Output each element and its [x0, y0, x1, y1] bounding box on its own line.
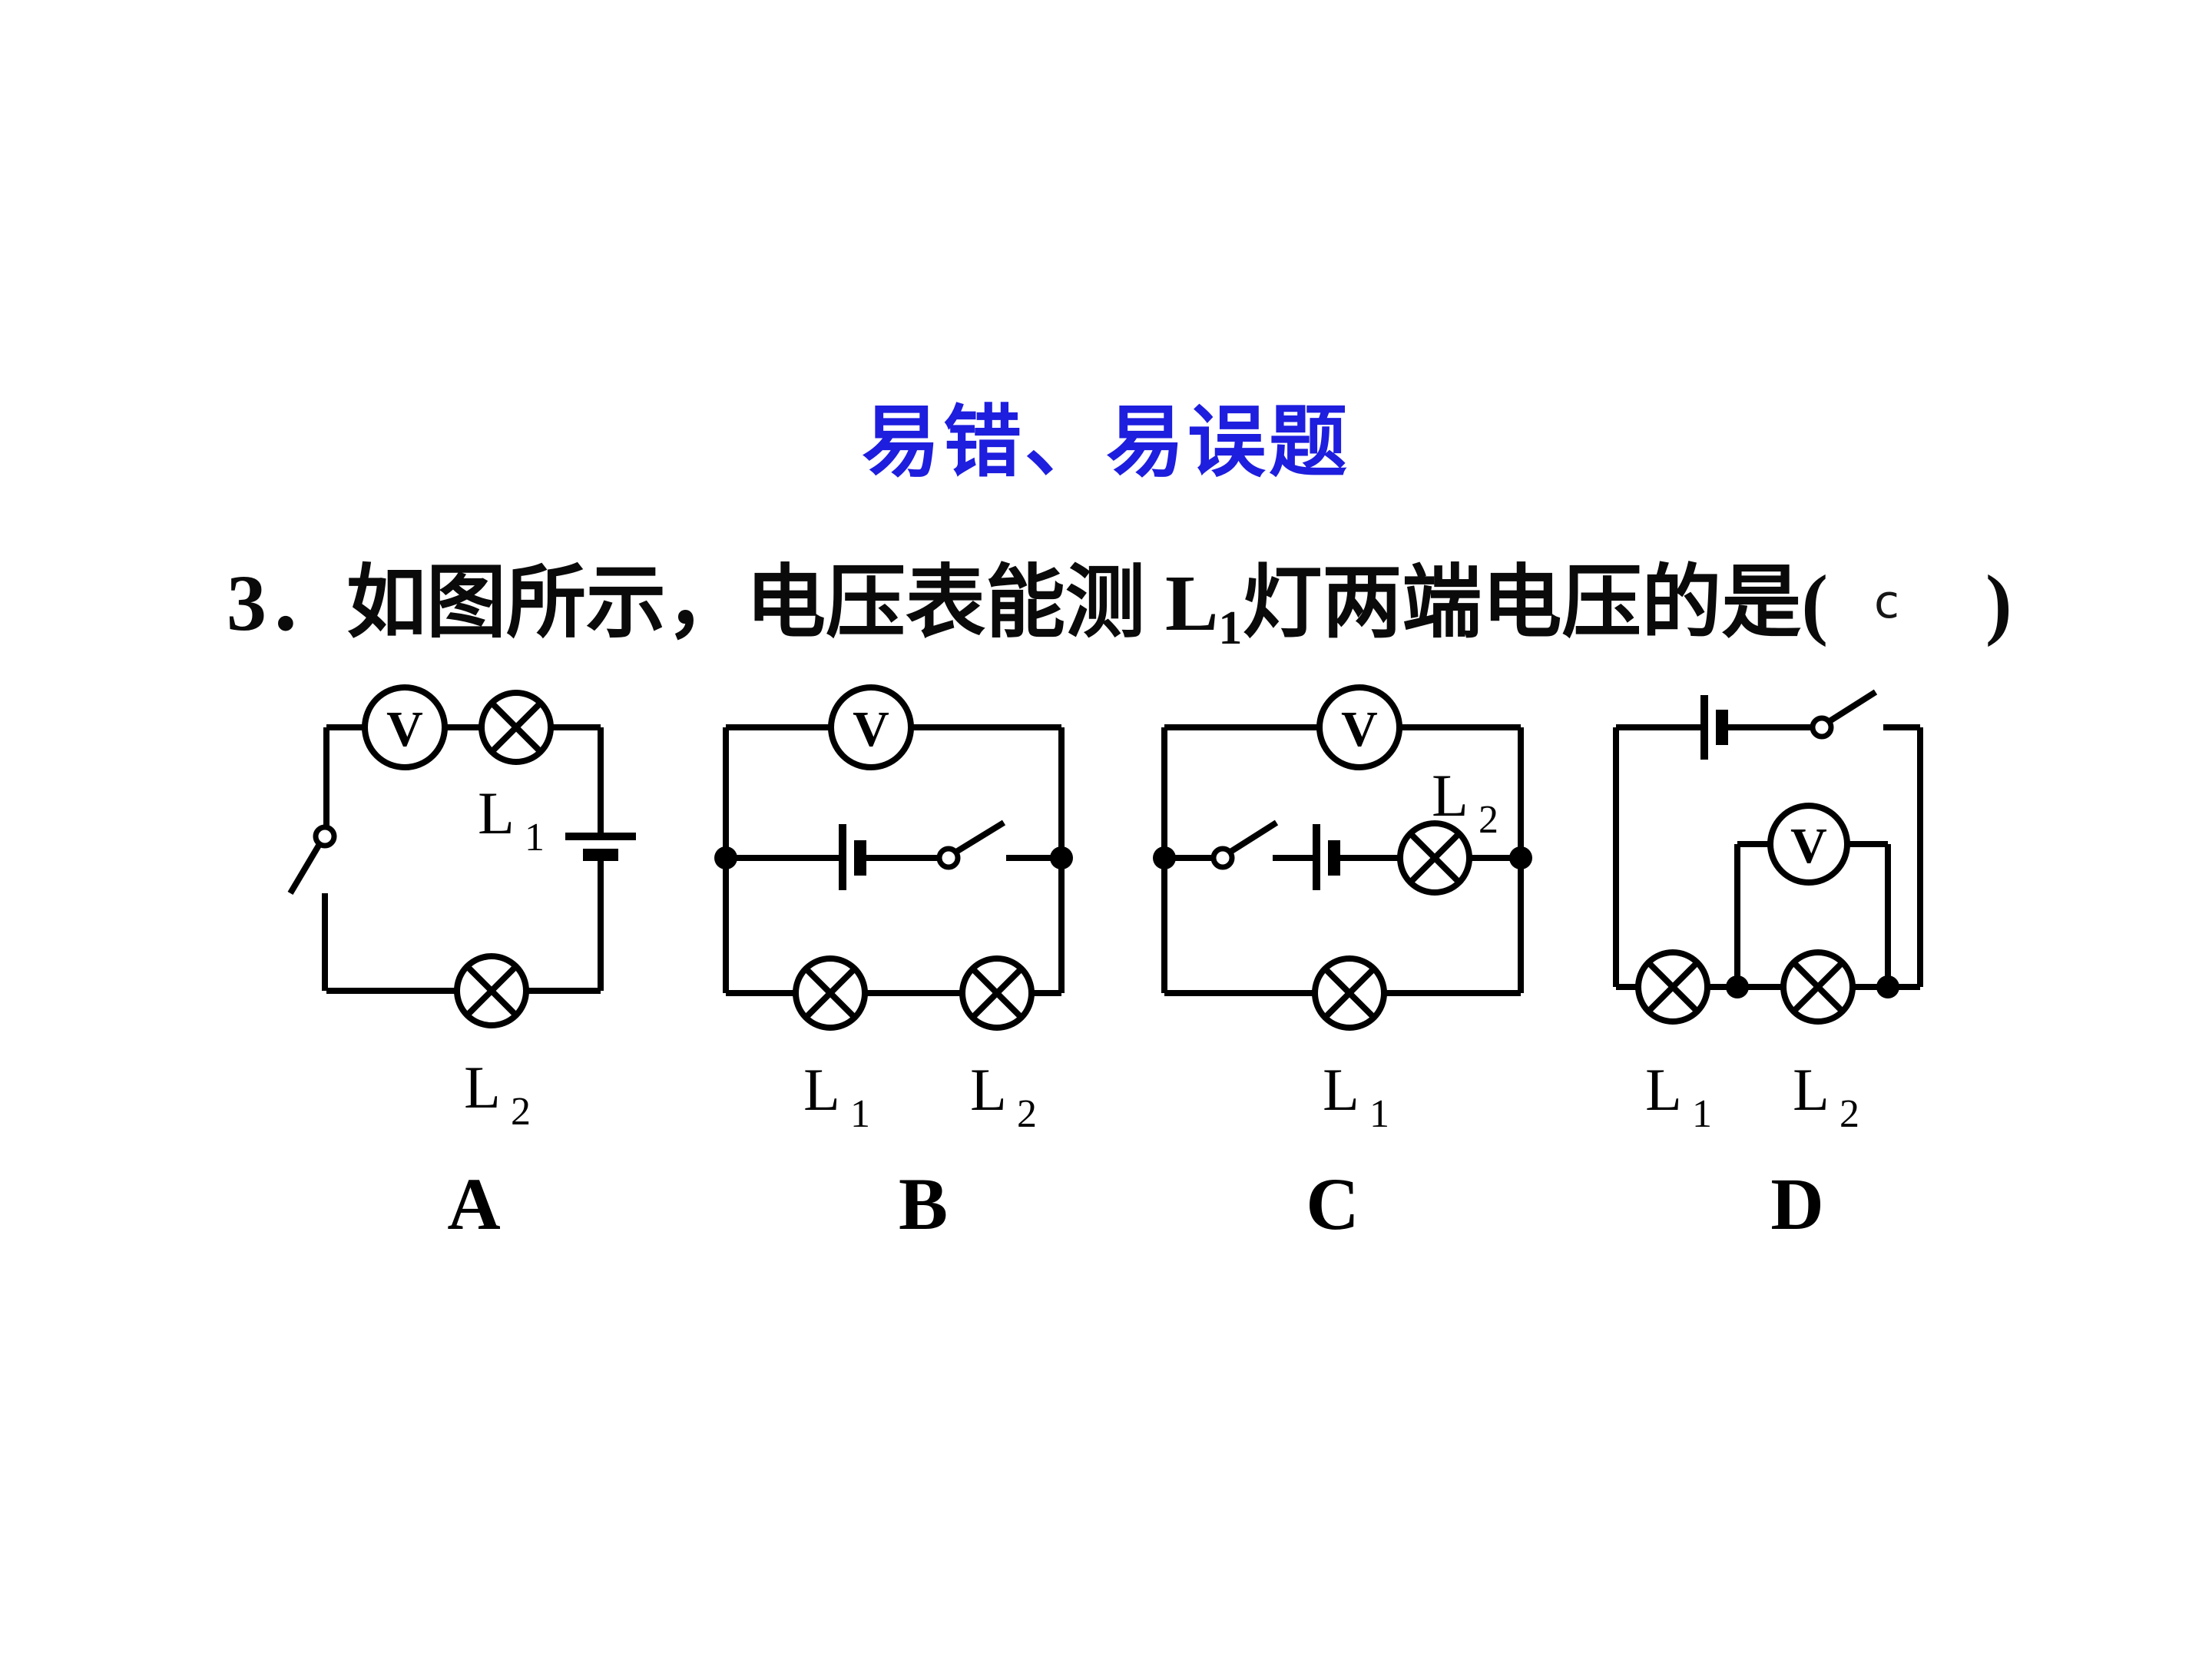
lamp-label: L — [803, 1056, 840, 1123]
voltmeter-label: V — [1341, 701, 1378, 757]
voltmeter-icon: V — [828, 684, 914, 770]
junction-dot — [1726, 975, 1749, 998]
lamp-label-subscript: 2 — [511, 1090, 531, 1134]
lamp-ref: L — [1165, 559, 1219, 647]
junction-dot — [1876, 975, 1899, 998]
battery-icon — [565, 833, 636, 861]
option-letter: D — [1770, 1163, 1823, 1245]
junction-dot — [714, 846, 737, 869]
battery-icon — [839, 824, 866, 890]
paren-open: ( — [1801, 559, 1829, 647]
lamp-ref-subscript: 1 — [1218, 602, 1243, 654]
circuit-a-diagram: V L 1 L 2 A — [287, 684, 636, 1245]
junction-dot — [1050, 846, 1073, 869]
question-text-2: 灯两端电压的是 — [1242, 559, 1802, 647]
switch-icon — [1210, 820, 1279, 870]
voltmeter-icon: V — [362, 684, 448, 770]
option-letter: A — [447, 1163, 500, 1245]
lamp-icon — [1635, 949, 1710, 1025]
lamp-label: L — [1432, 762, 1469, 829]
wire — [1613, 724, 1923, 990]
lamp-icon — [454, 953, 529, 1028]
switch-icon — [936, 820, 1006, 870]
wire — [322, 724, 604, 994]
lamp-icon — [959, 955, 1035, 1031]
lamp-label-subscript: 1 — [525, 816, 545, 859]
lamp-label-subscript: 1 — [1369, 1092, 1389, 1136]
lamp-label: L — [970, 1056, 1007, 1123]
question-text: 3．如图所示，电压表能测 — [227, 559, 1166, 647]
voltmeter-label: V — [853, 701, 889, 757]
lamp-label: L — [1793, 1056, 1830, 1123]
lamp-icon — [478, 690, 554, 765]
lamp-icon — [1780, 949, 1856, 1025]
voltmeter-icon: V — [1767, 803, 1850, 886]
switch-icon — [287, 824, 337, 896]
lamp-label: L — [464, 1054, 501, 1121]
wire — [723, 724, 1065, 996]
battery-icon — [1700, 695, 1728, 760]
circuit-d-diagram: V L 1 L 2 D — [1613, 689, 1923, 1245]
option-letter: C — [1306, 1163, 1359, 1245]
lamp-label: L — [1645, 1056, 1682, 1123]
junction-dot — [1509, 846, 1532, 869]
lamp-label-subscript: 2 — [1479, 798, 1498, 842]
lamp-icon — [1312, 955, 1387, 1031]
voltmeter-label: V — [386, 701, 423, 757]
paren-close: ) — [1985, 559, 2012, 647]
circuit-b-diagram: V L 1 L 2 B — [714, 684, 1073, 1245]
lamp-icon — [1397, 820, 1472, 896]
lamp-icon — [793, 955, 868, 1031]
voltmeter-label: V — [1790, 818, 1827, 874]
lamp-label-subscript: 1 — [850, 1092, 870, 1136]
question-line: 3．如图所示，电压表能测 L1灯两端电压的是( c) — [227, 551, 2012, 660]
lamp-label: L — [478, 780, 515, 846]
answer-text: c — [1874, 575, 1900, 629]
lamp-label-subscript: 2 — [1839, 1092, 1859, 1136]
junction-dot — [1153, 846, 1176, 869]
option-letter: B — [899, 1163, 948, 1245]
battery-icon — [1313, 824, 1340, 890]
voltmeter-icon: V — [1316, 684, 1402, 770]
lamp-label-subscript: 1 — [1692, 1092, 1712, 1136]
lamp-label-subscript: 2 — [1017, 1092, 1037, 1136]
page-title: 易错、易误题 — [862, 400, 1350, 487]
lamp-label: L — [1323, 1056, 1359, 1123]
switch-icon — [1810, 689, 1878, 740]
circuit-c-diagram: V L 2 L 1 C — [1153, 684, 1532, 1245]
